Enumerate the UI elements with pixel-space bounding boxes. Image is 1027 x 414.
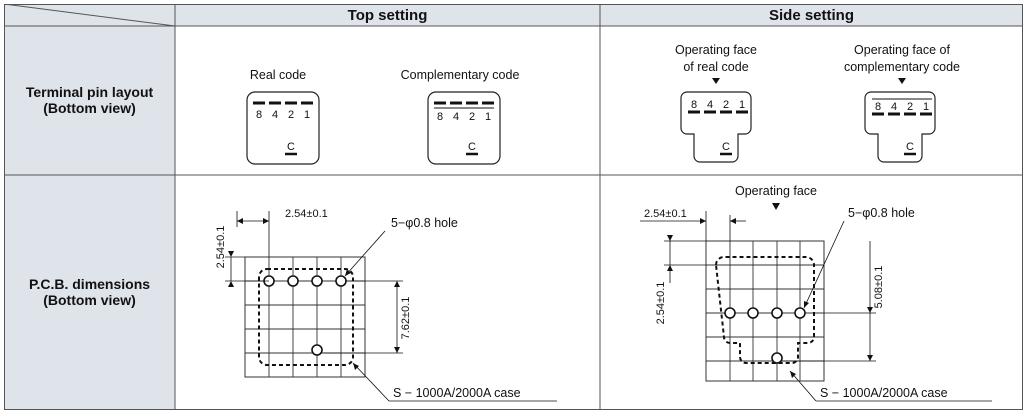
row-terminal-pin-layout: Terminal pin layout (Bottom view) bbox=[4, 84, 175, 116]
pcb-top-span: 7.62±0.1 bbox=[400, 297, 412, 340]
table-grid bbox=[4, 4, 1023, 410]
side-pin-c: C bbox=[722, 141, 730, 153]
pin-8: 8 bbox=[256, 109, 262, 121]
pcb-side-pitch-v: 2.54±0.1 bbox=[655, 282, 667, 325]
header-side-setting: Side setting bbox=[768, 7, 854, 24]
complementary-code-label: Complementary code bbox=[401, 68, 520, 82]
real-side-body bbox=[680, 91, 752, 163]
comp-side-pin-c: C bbox=[906, 141, 914, 153]
pcb-side-face-arrow bbox=[772, 203, 780, 210]
comp-face-arrow bbox=[898, 78, 906, 84]
pcb-side-hole-label: 5−φ0.8 hole bbox=[848, 206, 915, 220]
pcb-side-board bbox=[705, 240, 825, 382]
comp-pin-1: 1 bbox=[485, 111, 491, 123]
pcb-top-case-label: S − 1000A/2000A case bbox=[393, 386, 521, 400]
pcb-side-span: 5.08±0.1 bbox=[873, 266, 885, 309]
complementary-code-body bbox=[427, 91, 501, 165]
row-pcb-line2: (Bottom view) bbox=[43, 292, 136, 308]
pcb-side-diagram: Operating face 2.54±0.1 bbox=[640, 184, 992, 402]
pcb-side-holes bbox=[724, 307, 806, 364]
pcb-side-case-label: S − 1000A/2000A case bbox=[820, 386, 948, 400]
pcb-top-holes bbox=[263, 275, 347, 356]
pin-2: 2 bbox=[288, 109, 294, 121]
comp-face-line2: complementary code bbox=[844, 60, 960, 74]
pin-c: C bbox=[287, 141, 295, 153]
comp-side-body bbox=[864, 91, 936, 163]
pcb-side-operating-face: Operating face bbox=[735, 184, 817, 198]
row-terminal-line2: (Bottom view) bbox=[43, 100, 136, 116]
comp-face-line1: Operating face of bbox=[854, 43, 950, 57]
side-pin-1: 1 bbox=[739, 99, 745, 111]
pcb-top-case-outline bbox=[258, 268, 354, 366]
real-face-line2: of real code bbox=[683, 60, 748, 74]
comp-pin-4: 4 bbox=[453, 111, 459, 123]
row-pcb-dimensions: P.C.B. dimensions (Bottom view) bbox=[4, 276, 175, 308]
side-pin-4: 4 bbox=[707, 99, 713, 111]
comp-side-pin-1: 1 bbox=[923, 101, 929, 113]
pin-4: 4 bbox=[272, 109, 278, 121]
pcb-side-pitch-h: 2.54±0.1 bbox=[644, 208, 687, 220]
corner-diagonal bbox=[4, 4, 176, 27]
comp-side-pins: 8 4 2 1 C bbox=[872, 98, 932, 156]
comp-pin-8: 8 bbox=[437, 111, 443, 123]
pcb-top-hole-label: 5−φ0.8 hole bbox=[391, 216, 458, 230]
pcb-top-pitch-v: 2.54±0.1 bbox=[215, 226, 227, 269]
terminal-side-diagram: Operating face of real code Operating fa… bbox=[675, 43, 960, 163]
pin-1: 1 bbox=[304, 109, 310, 121]
comp-pin-c: C bbox=[468, 141, 476, 153]
header-top-setting: Top setting bbox=[347, 7, 428, 24]
pcb-side-case-outline bbox=[714, 256, 815, 364]
complementary-code-pins: 8 4 2 1 C bbox=[434, 101, 494, 156]
pcb-side-grid bbox=[706, 241, 824, 381]
real-face-line1: Operating face bbox=[675, 43, 757, 57]
comp-side-pin-8: 8 bbox=[875, 101, 881, 113]
side-pin-2: 2 bbox=[723, 99, 729, 111]
real-code-label: Real code bbox=[250, 68, 306, 82]
real-side-pins: 8 4 2 1 C bbox=[688, 99, 748, 156]
comp-side-pin-4: 4 bbox=[891, 101, 897, 113]
row-pcb-line1: P.C.B. dimensions bbox=[28, 276, 151, 292]
pcb-top-pitch-h: 2.54±0.1 bbox=[285, 208, 328, 220]
real-code-pins: 8 4 2 1 C bbox=[253, 101, 313, 156]
row-terminal-line1: Terminal pin layout bbox=[25, 84, 154, 100]
comp-side-pin-2: 2 bbox=[907, 101, 913, 113]
spec-table: Top setting Side setting Terminal pin la… bbox=[4, 4, 1023, 410]
terminal-top-diagram: Real code Complementary code 8 4 2 1 C 8… bbox=[246, 68, 520, 165]
pcb-top-diagram: 2.54±0.1 2.54±0.1 5−φ0.8 hole 7.62±0.1 S… bbox=[215, 208, 557, 402]
comp-pin-2: 2 bbox=[469, 111, 475, 123]
real-face-arrow bbox=[712, 78, 720, 84]
pcb-top-board bbox=[244, 256, 366, 378]
side-pin-8: 8 bbox=[691, 99, 697, 111]
real-code-body bbox=[246, 91, 320, 165]
